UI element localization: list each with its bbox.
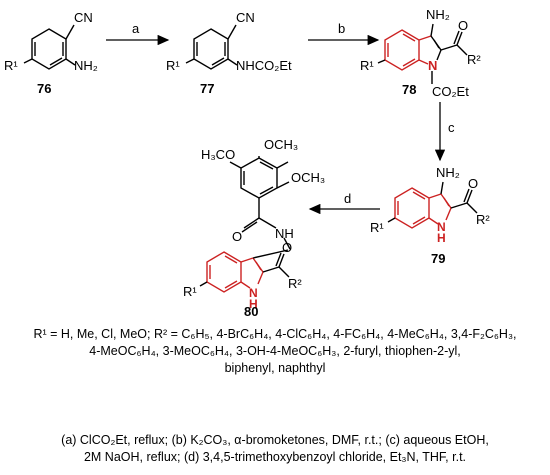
c80-o-label: O — [282, 240, 292, 255]
arrow-a-label: a — [132, 21, 140, 36]
c80-amide-nh-label: NH — [275, 226, 294, 241]
c77-number: 77 — [200, 81, 214, 96]
compound-78 — [377, 23, 468, 84]
substituent-line-1: R¹ = H, Me, Cl, MeO; R² = C₆H₅, 4-BrC₆H₄… — [33, 327, 517, 341]
c80-r1-label: R¹ — [183, 284, 197, 299]
arrow-b-label: b — [338, 21, 345, 36]
c76-number: 76 — [37, 81, 51, 96]
c77-nhco2et-label: NHCO₂Et — [236, 58, 292, 73]
c77-cn-label: CN — [236, 10, 255, 25]
c80-amide-o-label: O — [232, 229, 242, 244]
reaction-conditions: (a) ClCO₂Et, reflux; (b) K₂CO₃, α-bromok… — [0, 432, 550, 466]
substituent-definitions: R¹ = H, Me, Cl, MeO; R² = C₆H₅, 4-BrC₆H₄… — [0, 326, 550, 377]
c76-r1-label: R¹ — [4, 58, 18, 73]
c78-nh2-label: NH₂ — [426, 7, 450, 22]
substituent-line-2: 4-MeOC₆H₄, 3-MeOC₆H₄, 3-OH-4-MeOC₆H₃, 2-… — [89, 344, 461, 358]
c80-number: 80 — [244, 304, 258, 319]
c79-number: 79 — [431, 251, 445, 266]
arrow-d-label: d — [344, 191, 351, 206]
substituent-line-3: biphenyl, naphthyl — [224, 361, 326, 375]
c78-o-label: O — [458, 18, 468, 33]
c78-number: 78 — [402, 82, 416, 97]
compound-79 — [387, 181, 478, 229]
c76-nh2-label: NH₂ — [74, 58, 98, 73]
c80-h3co-label: H₃CO — [201, 147, 235, 162]
c79-o-label: O — [468, 176, 478, 191]
c80-och3-top-label: OCH₃ — [264, 137, 298, 152]
arrow-c-label: c — [448, 120, 455, 135]
c78-n-label: N — [428, 58, 437, 73]
compound-80 — [199, 156, 291, 293]
c79-r1-label: R¹ — [370, 220, 384, 235]
conditions-line-1: (a) ClCO₂Et, reflux; (b) K₂CO₃, α-bromok… — [61, 433, 489, 447]
c78-r1-label: R¹ — [360, 58, 374, 73]
compound-76 — [23, 24, 76, 70]
c79-nh2-label: NH₂ — [436, 165, 460, 180]
c76-cn-label: CN — [74, 10, 93, 25]
c80-r2-label: R² — [288, 276, 302, 291]
c79-r2-label: R² — [476, 212, 490, 227]
c78-r2-label: R² — [467, 52, 481, 67]
reaction-scheme: CN NH₂ R¹ 76 a CN NHCO₂Et R¹ 77 b — [4, 7, 490, 319]
c77-r1-label: R¹ — [166, 58, 180, 73]
c78-co2et-label: CO₂Et — [432, 84, 469, 99]
c80-och3-right-label: OCH₃ — [291, 170, 325, 185]
conditions-line-2: 2M NaOH, reflux; (d) 3,4,5-trimethoxyben… — [83, 450, 467, 464]
compound-77 — [185, 24, 238, 70]
